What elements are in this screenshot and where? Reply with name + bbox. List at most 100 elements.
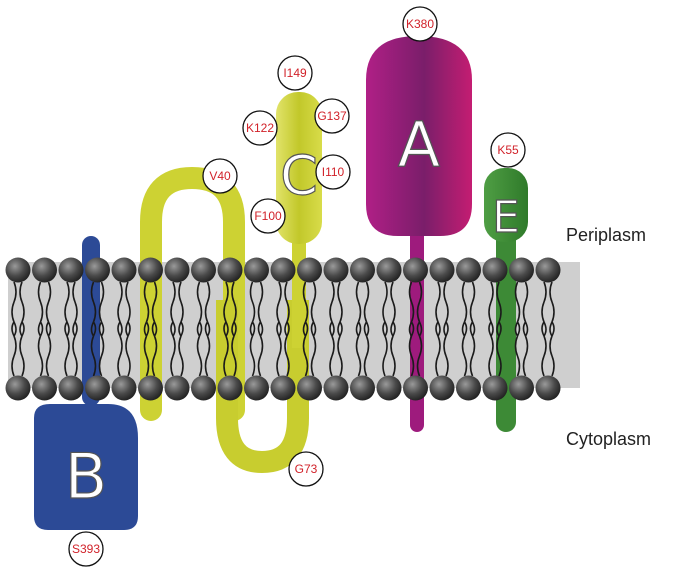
lipid-tails xyxy=(11,281,555,377)
residue-k122-circle xyxy=(242,110,278,146)
lipid-head xyxy=(85,375,110,401)
lipid-head xyxy=(191,375,216,401)
lipid-head xyxy=(509,257,534,283)
lipid-head xyxy=(350,257,375,283)
lipid-tail xyxy=(363,281,370,377)
lipid-head xyxy=(138,257,163,283)
protein-c: C xyxy=(276,92,322,348)
protein-e-letter: E xyxy=(492,192,520,243)
lipid-tail xyxy=(178,281,184,377)
lipid-tail xyxy=(37,281,44,377)
lipid-tail xyxy=(488,281,494,377)
lipid-tail xyxy=(541,281,547,377)
loop-v40 xyxy=(140,166,245,421)
lipid-head xyxy=(350,375,375,401)
lipid-head xyxy=(244,257,269,283)
lipid-head xyxy=(5,257,31,283)
lipid-head xyxy=(111,375,137,401)
lipid-tail xyxy=(382,281,388,377)
lipid-head xyxy=(482,375,508,401)
lipid-head xyxy=(376,257,402,283)
lipid-head xyxy=(456,375,481,401)
protein-b-domain xyxy=(34,404,138,530)
residue-k380-circle xyxy=(402,6,438,42)
lipid-heads xyxy=(5,257,561,401)
lipid-tail xyxy=(496,281,502,377)
lipid-tail xyxy=(310,281,317,377)
lipid-tail xyxy=(231,281,237,377)
lipid-head xyxy=(164,257,190,283)
residue-s393: S393 xyxy=(68,531,104,567)
lipid-head xyxy=(456,257,481,283)
lipid-head xyxy=(535,257,561,283)
residue-k122-label: K122 xyxy=(246,121,274,135)
cytoplasm-label: Cytoplasm xyxy=(566,429,651,449)
lipid-tail xyxy=(435,281,441,377)
residue-i110: I110 xyxy=(315,154,351,190)
lipid-head xyxy=(32,375,57,401)
residue-k122: K122 xyxy=(242,110,278,146)
lipid-tail xyxy=(284,281,290,377)
residue-f100-label: F100 xyxy=(254,209,282,223)
periplasm-label: Periplasm xyxy=(566,225,646,245)
protein-a-domain xyxy=(366,36,472,236)
lipid-tail xyxy=(549,281,555,377)
residue-g137-circle xyxy=(314,98,350,134)
lipid-head xyxy=(509,375,534,401)
lipid-tail xyxy=(461,281,468,377)
lipid-head xyxy=(85,257,110,283)
residue-f100-circle xyxy=(250,198,286,234)
lipid-head xyxy=(58,375,84,401)
lipid-tail xyxy=(257,281,264,377)
lipid-head xyxy=(270,375,296,401)
lipid-head xyxy=(403,257,428,283)
protein-a-letter: A xyxy=(398,108,440,181)
lipid-head xyxy=(482,257,508,283)
residue-k55-circle xyxy=(490,132,526,168)
lipid-tail xyxy=(204,281,211,377)
lipid-tail xyxy=(337,281,343,377)
residue-v40-label: V40 xyxy=(209,169,231,183)
lipid-tail xyxy=(355,281,362,377)
lipid-head xyxy=(5,375,31,401)
protein-e-domain xyxy=(484,168,528,242)
lipid-tail xyxy=(416,281,423,377)
loop-v40-path xyxy=(140,166,245,421)
lipid-head xyxy=(32,257,57,283)
lipid-tail xyxy=(98,281,105,377)
lipid-tail xyxy=(408,281,415,377)
residue-k380: K380 xyxy=(402,6,438,42)
lipid-head xyxy=(403,375,428,401)
lipid-tail xyxy=(170,281,176,377)
residue-g137-label: G137 xyxy=(317,109,347,123)
protein-c-domain xyxy=(276,92,322,244)
residue-i110-circle xyxy=(315,154,351,190)
lipid-head xyxy=(297,375,322,401)
lipid-head xyxy=(217,257,243,283)
lipid-tail xyxy=(276,281,282,377)
lipid-tail xyxy=(390,281,396,377)
lipid-tail xyxy=(196,281,203,377)
residue-i149-circle xyxy=(277,55,313,91)
lipid-head xyxy=(217,375,243,401)
residue-i149: I149 xyxy=(277,55,313,91)
lipid-tail xyxy=(469,281,476,377)
lipid-tail xyxy=(522,281,529,377)
lipid-tail xyxy=(223,281,229,377)
lipid-head xyxy=(270,257,296,283)
residue-v40-circle xyxy=(202,158,238,194)
lipid-tail xyxy=(151,281,158,377)
protein-c-letter: C xyxy=(280,144,318,207)
residue-k55-label: K55 xyxy=(497,143,519,157)
lipid-head xyxy=(191,257,216,283)
lipid-head xyxy=(323,375,349,401)
lipid-head xyxy=(376,375,402,401)
lipid-tail xyxy=(117,281,123,377)
lipid-tail xyxy=(329,281,335,377)
lipid-tail xyxy=(90,281,97,377)
lipid-head xyxy=(58,257,84,283)
protein-b-letter: B xyxy=(65,440,108,513)
residue-k55: K55 xyxy=(490,132,526,168)
